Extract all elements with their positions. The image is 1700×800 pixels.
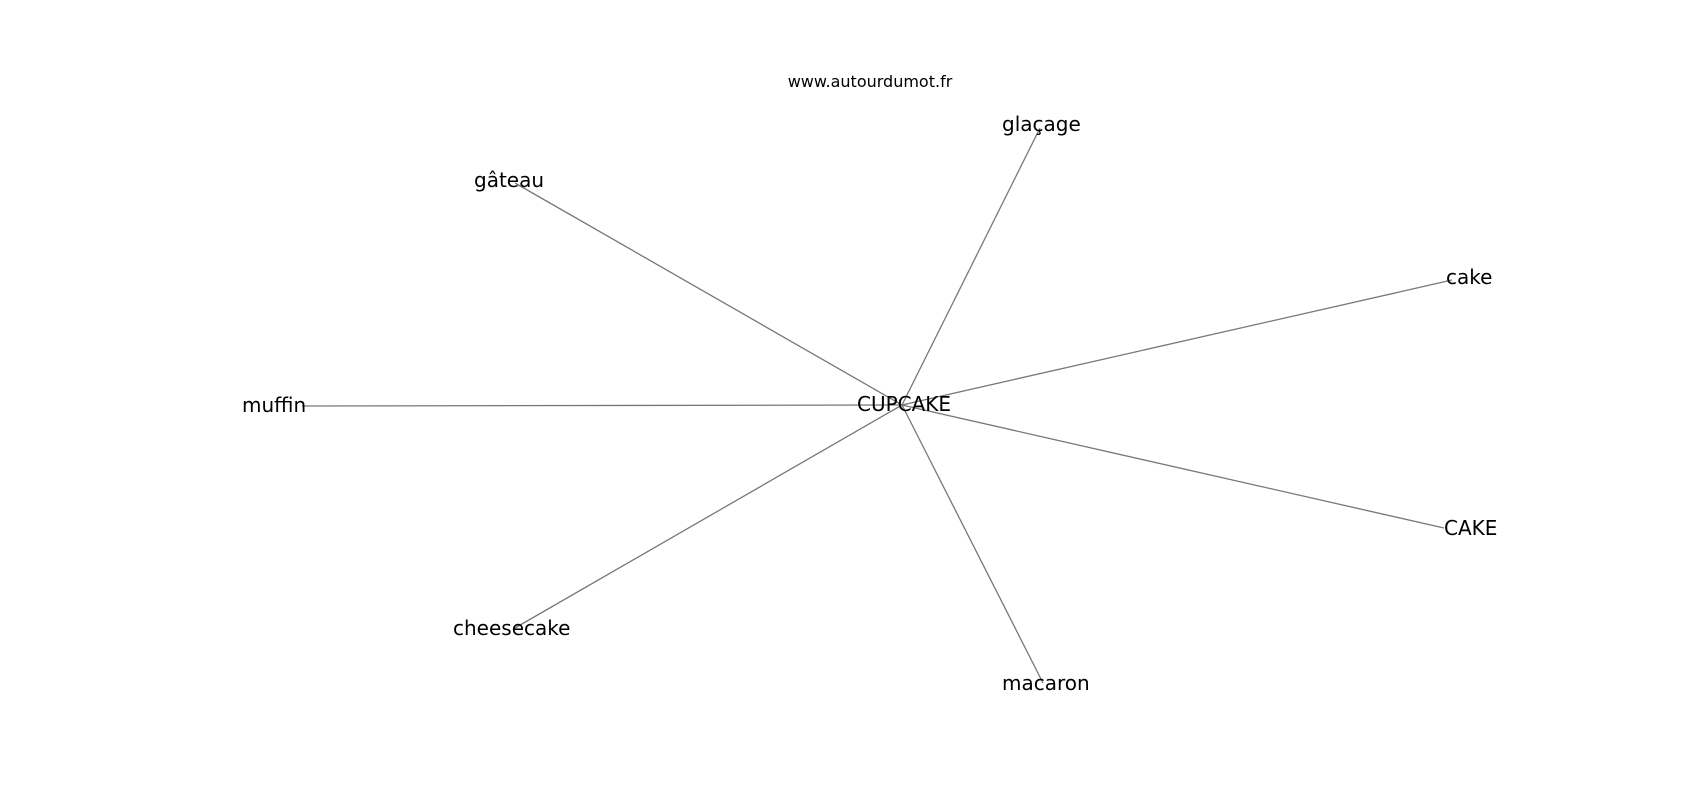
node-cake-upper[interactable]: CAKE (1444, 516, 1497, 540)
node-cupcake[interactable]: CUPCAKE (857, 392, 951, 416)
edge-cupcake-macaron (901, 404, 1044, 684)
edges-layer (301, 127, 1453, 684)
node-cheesecake[interactable]: cheesecake (453, 616, 570, 640)
labels-layer: CUPCAKE glaçage gâteau cake muffin CAKE … (242, 112, 1497, 695)
node-muffin[interactable]: muffin (242, 393, 306, 417)
edge-cupcake-muffin (301, 404, 903, 407)
edge-cupcake-gateau (514, 182, 903, 406)
node-cake-lower[interactable]: cake (1446, 265, 1492, 289)
edge-cupcake-glacage (901, 127, 1041, 406)
node-macaron[interactable]: macaron (1002, 671, 1090, 695)
node-gateau[interactable]: gâteau (474, 168, 544, 192)
edge-cupcake-cake-lower (901, 279, 1453, 406)
edge-cupcake-cake-upper (901, 404, 1445, 529)
site-caption: www.autourdumot.fr (787, 72, 953, 91)
node-glacage[interactable]: glaçage (1002, 112, 1081, 136)
edge-cupcake-cheesecake (514, 404, 903, 629)
